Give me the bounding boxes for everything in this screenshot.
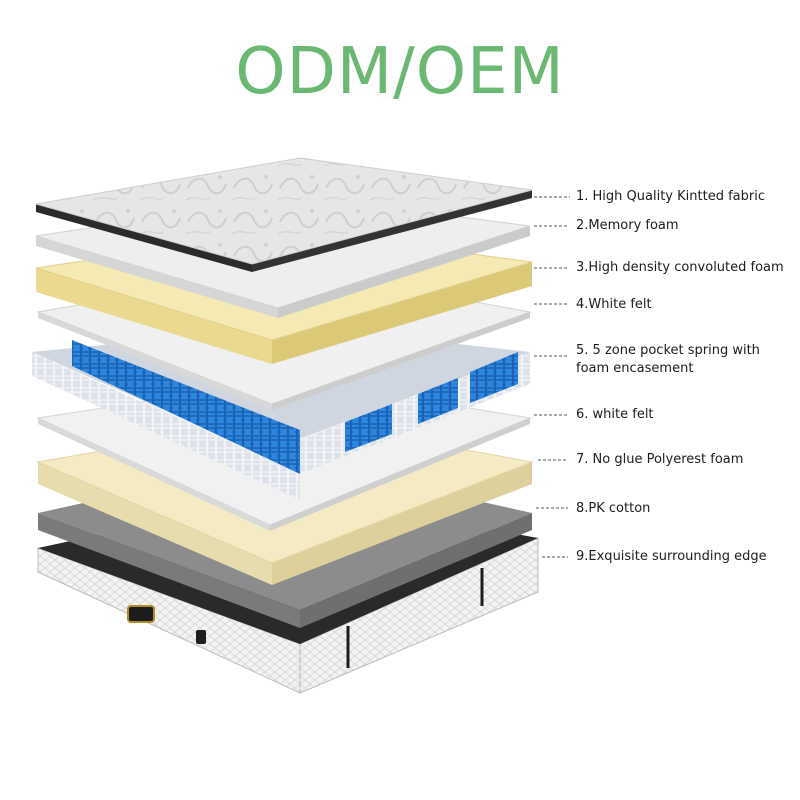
callout-layer-8: 8.PK cotton	[576, 501, 651, 516]
callout-layer-6: 6. white felt	[576, 407, 654, 422]
pk-cotton-edge	[300, 513, 532, 628]
callout-layer-9: 9.Exquisite surrounding edge	[576, 549, 767, 564]
fabric-edge	[252, 190, 532, 272]
vent-icon	[196, 630, 206, 644]
callout-layer-5: 5. 5 zone pocket spring with foam encase…	[576, 343, 760, 376]
foam-side	[38, 462, 272, 585]
felt-edge	[38, 418, 270, 531]
foam-side	[272, 462, 532, 585]
memory-foam-edge	[278, 226, 530, 318]
spring-zone-blue	[72, 340, 300, 474]
foam-side	[272, 262, 532, 364]
callout-layer-2: 2.Memory foam	[576, 218, 679, 233]
spring-front	[32, 352, 300, 500]
spring-zone-blue	[418, 378, 458, 424]
handle-left	[127, 605, 155, 623]
page-title: ODM/OEM	[235, 35, 565, 109]
spring-zone-blue	[470, 352, 518, 403]
felt-edge	[272, 312, 530, 410]
spring-zone-blue	[345, 404, 392, 452]
callout-layer-7: 7. No glue Polyerest foam	[576, 452, 744, 467]
fabric-top	[35, 157, 533, 265]
leader-lines	[534, 196, 570, 558]
memory-foam-edge	[36, 236, 278, 318]
fabric-edge	[36, 204, 252, 272]
felt-edge	[38, 312, 272, 410]
layer-knitted-fabric	[35, 157, 533, 272]
foam-side	[36, 268, 272, 364]
callout-layer-3: 3.High density convoluted foam	[576, 260, 784, 275]
pk-cotton-edge	[38, 513, 300, 628]
callout-layer-1: 1. High Quality Kintted fabric	[576, 189, 765, 204]
callout-layer-4: 4.White felt	[576, 297, 652, 312]
felt-edge	[270, 418, 530, 531]
